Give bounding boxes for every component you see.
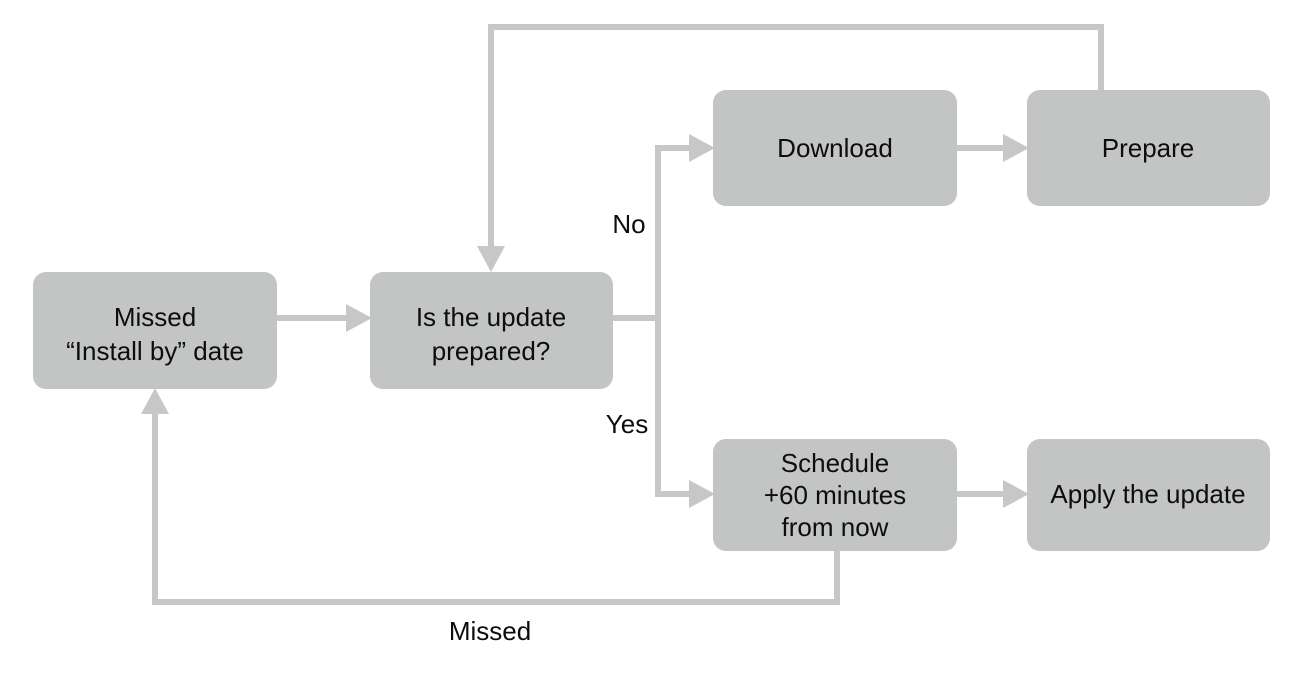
edge-label-no: No <box>612 209 645 239</box>
edge-schedule-to-missed-arrowhead <box>141 388 169 414</box>
schedule-60-minutes-label-line-1: Schedule <box>781 448 889 478</box>
edge-decision-to-download-arrowhead <box>689 134 715 162</box>
edge-schedule-to-apply <box>957 480 1029 508</box>
apply-the-update-box[interactable] <box>1027 439 1270 551</box>
schedule-60-minutes-node[interactable]: Schedule +60 minutes from now <box>713 439 957 551</box>
edge-label-missed: Missed <box>449 616 531 646</box>
edge-download-to-prepare <box>957 134 1029 162</box>
edge-download-to-prepare-arrowhead <box>1003 134 1029 162</box>
schedule-60-minutes-box[interactable] <box>713 439 957 551</box>
is-update-prepared-label-line-1: Is the update <box>416 302 566 332</box>
download-label: Download <box>777 133 893 163</box>
is-update-prepared-box[interactable] <box>370 272 613 389</box>
edge-decision-to-schedule-line <box>613 315 691 497</box>
missed-install-by-date-box[interactable] <box>33 272 277 389</box>
edge-prepare-to-decision-line <box>488 24 1104 248</box>
edge-missed-to-decision-arrowhead <box>346 304 372 332</box>
apply-the-update-node[interactable]: Apply the update <box>1027 439 1270 551</box>
edge-prepare-to-decision-arrowhead <box>477 246 505 272</box>
is-update-prepared-label-line-2: prepared? <box>432 336 551 366</box>
edge-schedule-to-apply-arrowhead <box>1003 480 1029 508</box>
edge-missed-to-decision <box>277 304 372 332</box>
apply-the-update-label: Apply the update <box>1050 479 1245 509</box>
is-update-prepared-node[interactable]: Is the update prepared? <box>370 272 613 389</box>
edge-decision-to-schedule <box>613 315 715 508</box>
edge-prepare-to-decision <box>477 24 1104 272</box>
schedule-60-minutes-label-line-2: +60 minutes <box>764 480 906 510</box>
download-box[interactable] <box>713 90 957 206</box>
missed-install-by-date-label-line-2: “Install by” date <box>66 336 244 366</box>
edge-label-yes: Yes <box>606 409 648 439</box>
missed-install-by-date-node[interactable]: Missed “Install by” date <box>33 272 277 389</box>
schedule-60-minutes-label-line-3: from now <box>782 512 889 542</box>
edge-schedule-to-missed <box>141 388 840 605</box>
prepare-box[interactable] <box>1027 90 1270 206</box>
edge-decision-to-schedule-arrowhead <box>689 480 715 508</box>
download-node[interactable]: Download <box>713 90 957 206</box>
missed-install-by-date-label-line-1: Missed <box>114 302 196 332</box>
prepare-label: Prepare <box>1102 133 1195 163</box>
edge-schedule-to-missed-line <box>152 412 840 605</box>
prepare-node[interactable]: Prepare <box>1027 90 1270 206</box>
